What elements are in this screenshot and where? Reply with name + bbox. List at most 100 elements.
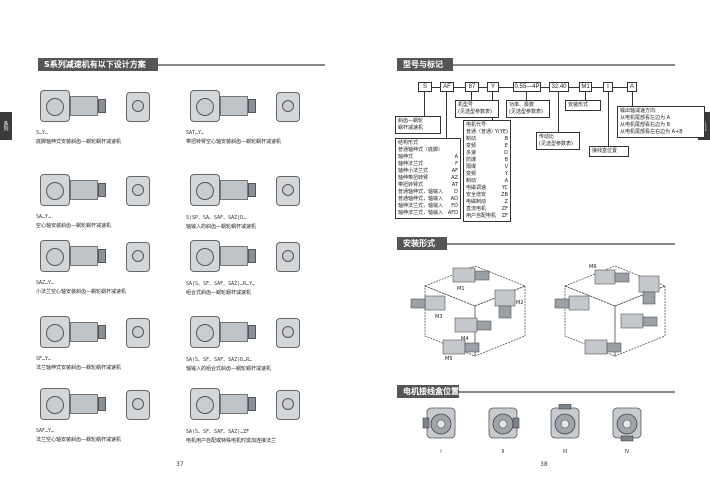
connector — [454, 87, 465, 88]
box-position-item: IV — [607, 404, 647, 455]
model-description: 带扭转臂空心轴安装斜齿—蜗轮蜗杆减速机 — [186, 139, 282, 145]
motor-name: 电磁调速 — [466, 185, 487, 191]
structure-row: 结构形式 — [398, 140, 458, 147]
motor-name: 电磁制动 — [466, 199, 487, 205]
terminal-box-drawing — [422, 407, 456, 439]
motor-name: 用户自配电机 — [466, 213, 497, 219]
side-tab-left: 系列 — [0, 112, 12, 140]
motor-code: Y — [504, 171, 508, 177]
leader-line — [446, 92, 447, 138]
page-number-right: 38 — [540, 461, 548, 468]
reducer-figure-m2 — [494, 289, 516, 319]
model-code: SAF…Y… — [36, 428, 55, 434]
motor-end-cap — [98, 99, 106, 113]
model-description: 组合式斜齿—蜗轮蜗杆减速机 — [186, 290, 252, 296]
side-view-shaft — [282, 100, 294, 112]
motor-row: 制动 A — [466, 178, 508, 185]
output-flange — [46, 396, 64, 414]
motor-body — [70, 96, 98, 116]
terminal-box-drawing — [488, 407, 520, 439]
motor-body — [220, 322, 248, 342]
output-flange — [46, 98, 64, 116]
motor-code: D — [504, 150, 508, 156]
structure-code: AZ — [451, 175, 458, 181]
side-view-shaft — [282, 184, 294, 196]
code-box-frame: 87 — [465, 82, 479, 92]
right-page: 系列 型号与标记 S AF 87 Y 0.55—4P 32.40 M1 I A — [355, 0, 710, 484]
page-number-left: 37 — [176, 461, 184, 468]
motor-name: 直流电机 — [466, 206, 487, 212]
structure-name: 轴伸式 — [398, 154, 414, 160]
model-description: 法兰空心轴安装斜齿—蜗轮蜗杆减速机 — [36, 437, 122, 443]
output-flange — [196, 98, 214, 116]
model-code: SAT…Y… — [186, 130, 205, 136]
motor-name: 安全增安 — [466, 192, 487, 198]
mount-cube-left — [423, 265, 527, 357]
cube-right-face — [614, 285, 666, 357]
side-view-shaft — [132, 184, 144, 196]
side-view-shaft — [282, 326, 294, 338]
motor-name: 普通（普通） — [466, 129, 497, 135]
reducer-drawing — [186, 168, 336, 212]
connector — [569, 87, 579, 88]
motor-code: A — [504, 178, 508, 184]
motor-body — [220, 96, 248, 116]
structure-code: AFD — [447, 210, 458, 216]
reducer-figure-r5 — [584, 339, 622, 355]
motor-name: 变频 — [466, 143, 477, 149]
code-box-out-dir: A — [627, 82, 637, 92]
motor-name: 电机代号: — [466, 122, 488, 128]
output-flange — [196, 396, 214, 414]
product-item: SAF…Y… 法兰空心轴安装斜齿—蜗轮蜗杆减速机 — [36, 382, 186, 443]
label-worm-reducer: 斜齿—蜗轮 蜗杆减速机 — [395, 116, 441, 134]
motor-code: B — [504, 157, 508, 163]
model-description: 底脚轴伸式安装斜齿—蜗轮蜗杆减速机 — [36, 139, 122, 145]
section-divider — [459, 391, 675, 393]
structure-name: 带扭转臂式 — [398, 182, 424, 188]
side-view-shaft — [282, 250, 294, 262]
reducer-drawing — [186, 84, 336, 128]
mount-section-title: 安装形式 — [397, 237, 447, 250]
structure-name: 普通轴伸式，轴输入 — [398, 189, 444, 195]
motor-end-cap — [248, 183, 256, 197]
product-item: S…Y…底脚轴伸式安装斜齿—蜗轮蜗杆减速机 — [36, 84, 186, 145]
label-output-direction: 输出轴减速方向: 从电机尾部看左边为 A 从电机尾部看右边为 B 从电机尾部看左… — [617, 106, 705, 138]
mounting-positions-diagram: M1 M2 M3 M4 M5 M6 — [410, 264, 667, 362]
side-view-shaft — [132, 250, 144, 262]
reducer-figure-r2 — [638, 275, 660, 305]
side-view-shaft — [132, 326, 144, 338]
box-position-label: II — [501, 449, 505, 455]
motor-row: 普通（普通）Y(YE) — [466, 129, 508, 136]
reducer-figure-r4 — [620, 313, 658, 329]
motor-name: 制动 — [466, 178, 477, 184]
gear-housing — [40, 90, 70, 122]
leader-line — [558, 92, 559, 132]
label-power: 功率、极数 (见选型参数表) — [506, 100, 550, 118]
connector — [499, 87, 513, 88]
reducer-figure-r3 — [554, 295, 590, 311]
code-box-structure: AF — [440, 82, 454, 92]
connector — [541, 87, 549, 88]
model-code: SA…Y… — [36, 214, 52, 220]
reducer-drawing — [36, 168, 186, 212]
motor-code: V — [504, 164, 508, 170]
motor-code: ZB — [501, 192, 508, 198]
structure-name: 普通轴伸式（底脚） — [398, 147, 444, 153]
model-code: SF…Y… — [36, 356, 52, 362]
leader-line — [585, 92, 586, 100]
motor-body — [220, 246, 248, 266]
section-divider — [453, 64, 675, 66]
connector — [432, 87, 440, 88]
reducer-drawing — [36, 382, 186, 426]
box-section-title: 电机接线盒位置 — [397, 385, 459, 398]
output-flange — [46, 182, 64, 200]
section-divider — [158, 64, 325, 66]
motor-end-cap — [98, 249, 106, 263]
